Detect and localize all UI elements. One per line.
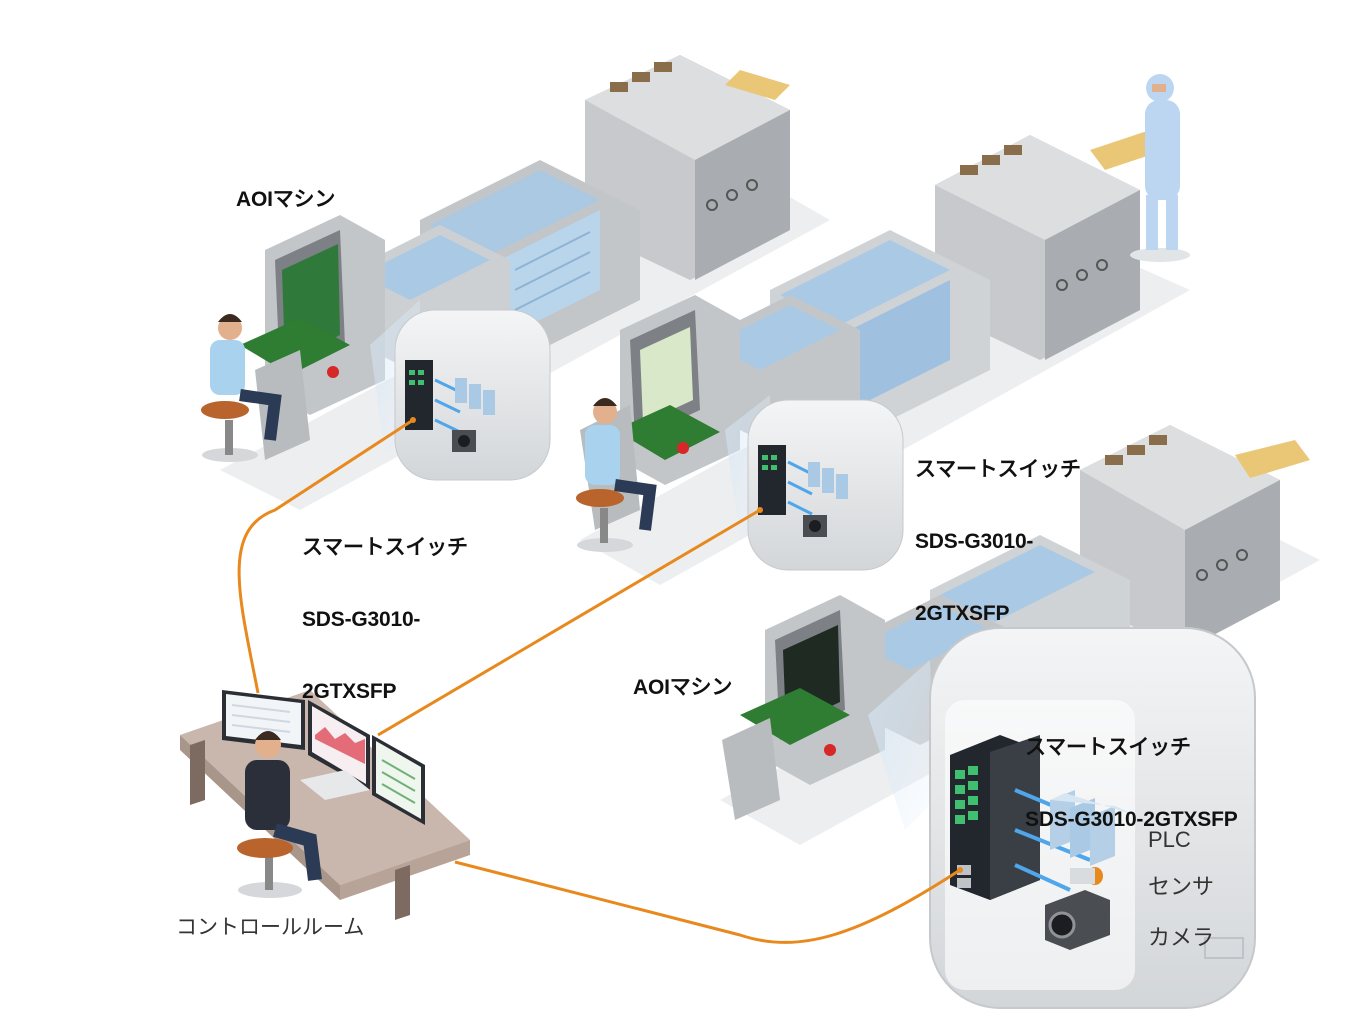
- switch-left-line1: スマートスイッチ: [302, 536, 468, 559]
- control-room-label: コントロールルーム: [176, 916, 365, 939]
- aoi-operator-2: [576, 398, 657, 552]
- monitor-3: [372, 735, 425, 825]
- monitor-1: [222, 690, 305, 750]
- switch-mid-line2: SDS-G3010-: [915, 530, 1034, 553]
- aoi-machine-label-top: AOIマシン: [236, 188, 336, 211]
- plc-modules: [1050, 790, 1135, 866]
- switch-left-line2: SDS-G3010-: [302, 608, 421, 631]
- smart-switch-label-big: スマートスイッチ SDS-G3010-2GTXSFP: [1025, 688, 1238, 856]
- smart-switch-device: [950, 735, 1040, 900]
- camera-device: [1045, 890, 1110, 950]
- camera-label: カメラ: [1148, 925, 1215, 950]
- switch-left-line3: 2GTXSFP: [302, 680, 397, 703]
- network-cables: [237, 418, 961, 944]
- control-room: [180, 690, 470, 920]
- cable-to-switch-3: [454, 860, 961, 944]
- monitor-2: [308, 700, 370, 790]
- sensor-device: [1070, 867, 1103, 885]
- smart-switch-label-middle: スマートスイッチ SDS-G3010- 2GTXSFP: [915, 410, 1081, 650]
- production-line-2: [576, 74, 1190, 585]
- sensor-label: センサ: [1148, 874, 1215, 899]
- production-line-1: [201, 55, 830, 510]
- aoi-operator-1: [201, 314, 282, 462]
- cleanroom-worker: [1130, 74, 1190, 262]
- smart-switch-label-left: スマートスイッチ SDS-G3010- 2GTXSFP: [302, 488, 468, 728]
- switch-mid-line3: 2GTXSFP: [915, 602, 1010, 625]
- aoi-machine-label-bottom: AOIマシン: [633, 676, 733, 699]
- switch-mid-line1: スマートスイッチ: [915, 458, 1081, 481]
- switch-big-line1: スマートスイッチ: [1025, 736, 1191, 759]
- cable-to-switch-1: [237, 418, 414, 694]
- cable-to-switch-2: [377, 508, 761, 737]
- switch-callout-panel: [929, 627, 1256, 1009]
- plc-label: PLC: [1148, 827, 1191, 852]
- control-room-operator: [237, 731, 322, 898]
- switch-big-line2: SDS-G3010-2GTXSFP: [1025, 808, 1238, 831]
